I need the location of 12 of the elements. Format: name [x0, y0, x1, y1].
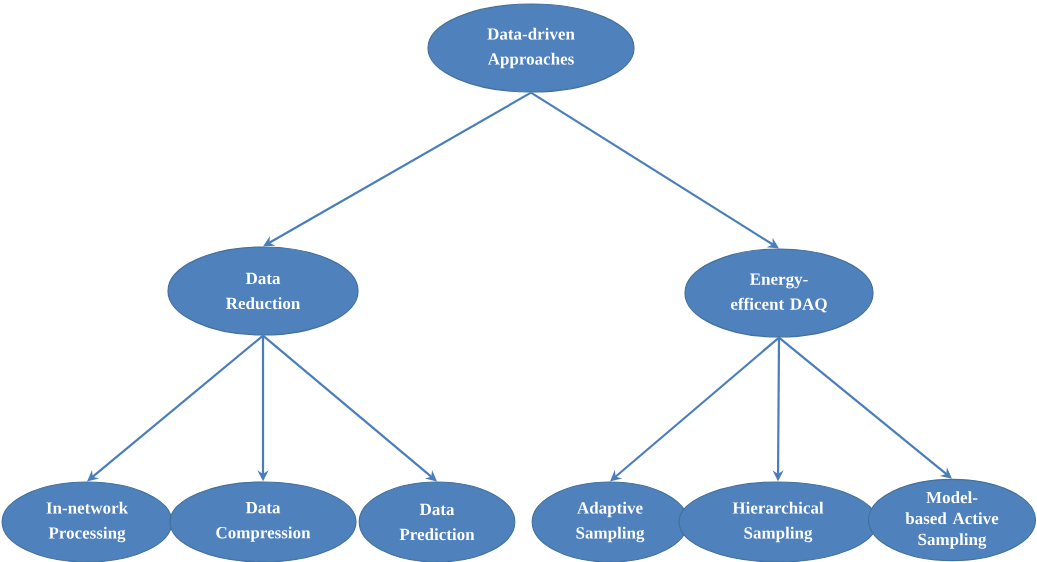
arrow: [778, 336, 952, 479]
ellipse-node: In-network Processing: [1, 481, 173, 562]
ellipse-node: Data Prediction: [358, 481, 516, 562]
ellipse-node: Data-driven Approaches: [427, 3, 635, 93]
ellipse-node: Hierarchical Sampling: [678, 481, 878, 562]
ellipse-node: Adaptive Sampling: [531, 481, 689, 562]
arrow: [530, 91, 779, 249]
ellipse-node: Data Compression: [169, 481, 357, 562]
arrow: [263, 91, 532, 247]
ellipse-node: Energy-efficent DAQ: [684, 248, 874, 338]
ellipse-node: Model-based Active Sampling: [867, 478, 1037, 562]
ellipse-node: Data Reduction: [167, 246, 359, 336]
